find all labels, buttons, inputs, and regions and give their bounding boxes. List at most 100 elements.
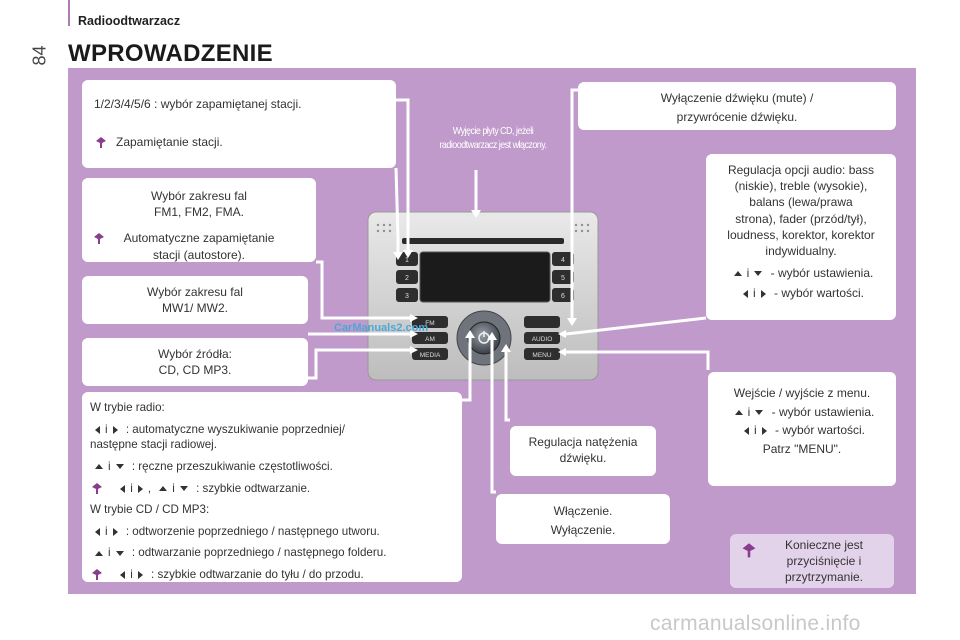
arrow-up-icon (95, 464, 103, 470)
menu-line-1: Wejście / wyjście z menu. (733, 386, 871, 400)
pin-icon (96, 137, 106, 149)
mw-box: Wybór zakresu fal MW1/ MW2. (82, 276, 308, 324)
arrow-down-icon (754, 271, 763, 277)
presets-note-row: Zapamiętanie stacji. (94, 134, 384, 150)
media-button-label: MEDIA (420, 352, 441, 359)
fm-note-1: Automatyczne zapamiętanie (123, 231, 275, 246)
radio-fast-row: i, i : szybkie odtwarzanie. (90, 481, 454, 497)
page-title: WPROWADZENIE (68, 40, 273, 67)
arrow-right-icon (137, 571, 143, 580)
media-button (412, 348, 448, 360)
radio-grille (376, 223, 590, 233)
arrow-left-icon (743, 427, 749, 436)
hold-note-box: Konieczne jest przyciśnięcie i przytrzym… (730, 534, 894, 588)
pin-icon (94, 233, 104, 244)
preset-5-label: 5 (561, 275, 565, 282)
radio-display (419, 251, 551, 303)
menu-ud-row: i - wybór ustawienia. (714, 403, 890, 422)
arrow-left-icon (742, 290, 748, 299)
radio-lr-row: i : automatyczne wyszukiwanie poprzednie… (90, 422, 454, 438)
volume-line-1: Regulacja natężenia (528, 435, 638, 449)
connector-lines (308, 88, 710, 494)
hold-line-3: przytrzymanie. (784, 570, 864, 585)
menu-box: Wejście / wyjście z menu. i - wybór usta… (708, 372, 896, 486)
preset-6-label: 6 (561, 293, 565, 300)
menu-button (524, 348, 560, 360)
cd-fast-row: i : szybkie odtwarzanie do tyłu / do prz… (90, 567, 454, 583)
mw-line-2: MW1/ MW2. (162, 301, 228, 316)
inline-watermark: CarManuals2.com (334, 322, 429, 334)
preset-3-label: 3 (405, 293, 409, 300)
footer-watermark: carmanualsonline.info (650, 612, 861, 635)
volume-line-2: dźwięku. (559, 451, 607, 466)
audio-button (524, 332, 560, 344)
presets-box: 1/2/3/4/5/6 : wybór zapamiętanej stacji.… (82, 80, 396, 168)
arrow-right-icon (112, 527, 118, 536)
fm-line-1: Wybór zakresu fal (151, 189, 247, 203)
arrow-down-icon (755, 409, 764, 415)
radio-ud-row: i : ręczne przeszukiwanie częstotliwości… (90, 459, 454, 475)
hold-line-1: Konieczne jest (784, 538, 864, 552)
arrow-left-icon (95, 425, 100, 434)
audio-line-3: balans (lewa/prawa (749, 195, 853, 210)
radio-unit: 1 2 3 4 5 6 FM AM MEDIA AUDIO MENU (367, 211, 599, 381)
am-button-label: AM (425, 336, 435, 343)
volume-box: Regulacja natężenia dźwięku. (510, 426, 656, 476)
audio-lr-row: i - wybór wartości. (712, 285, 890, 301)
arrow-up-icon (95, 550, 103, 556)
arrow-up-icon (734, 409, 743, 415)
fm-line-2: FM1, FM2, FMA. (154, 205, 244, 220)
arrow-right-icon (112, 425, 118, 434)
fm-note-2: stacji (autostore). (152, 247, 246, 262)
preset-4-label: 4 (561, 257, 565, 264)
audio-line-6: indywidualny. (765, 243, 837, 258)
preset-buttons-right: 4 5 6 (552, 252, 574, 302)
menu-line-2: Patrz "MENU". (762, 441, 842, 456)
connector-arrowheads (393, 210, 577, 356)
radio-mode-title: W trybie radio: (90, 401, 165, 414)
mute-button (524, 316, 560, 328)
preset-2-label: 2 (405, 275, 409, 282)
audio-line-2: (niskie), treble (wysokie), (734, 179, 868, 194)
menu-button-label: MENU (532, 352, 551, 359)
section-title: Radioodtwarzacz (78, 14, 181, 28)
presets-note: Zapamiętanie stacji. (116, 135, 223, 150)
arrow-right-icon (760, 290, 766, 299)
arrow-down-icon (115, 464, 124, 470)
pin-icon (742, 543, 756, 558)
arrow-left-icon (120, 484, 126, 493)
radio-lr-row-2: następne stacji radiowej. (90, 438, 217, 452)
arrow-left-icon (95, 527, 100, 536)
pin-icon (92, 569, 102, 581)
audio-ud-row: i - wybór ustawienia. (712, 265, 890, 281)
cd-ud-row: i : odtwarzanie poprzedniego / następneg… (90, 545, 454, 561)
audio-box: Regulacja opcji audio: bass (niskie), tr… (706, 154, 896, 320)
mute-line-2: przywrócenie dźwięku. (676, 110, 798, 125)
cd-lr-row: i : odtworzenie poprzedniego / następneg… (90, 524, 454, 540)
audio-line-4: strona), fader (przód/tył), (735, 211, 867, 226)
arrow-up-icon (159, 486, 168, 491)
power-line-2: Wyłączenie. (550, 522, 616, 537)
mw-line-1: Wybór zakresu fal (147, 285, 243, 299)
hold-line-2: przyciśnięcie i (786, 554, 862, 569)
fm-box: Wybór zakresu fal FM1, FM2, FMA. Automat… (82, 178, 316, 262)
power-box: Włączenie. Wyłączenie. (496, 494, 670, 544)
fm-button (412, 316, 448, 328)
preset-buttons-left: 1 2 3 (396, 252, 418, 302)
arrow-up-icon (733, 271, 742, 277)
arrow-left-icon (120, 571, 126, 580)
audio-line-5: loudness, korektor, korektor (727, 227, 875, 242)
cd-slot (402, 238, 564, 244)
sidebar-accent-line (68, 0, 70, 26)
menu-lr-row: i - wybór wartości. (714, 421, 890, 440)
presets-text: 1/2/3/4/5/6 : wybór zapamiętanej stacji. (94, 97, 302, 111)
source-line-1: Wybór źródła: (158, 347, 232, 361)
cd-mode-title: W trybie CD / CD MP3: (90, 503, 210, 517)
cd-eject-note: Wyjęcie płyty CD, jeżeli radioodtwarzacz… (439, 125, 547, 152)
audio-line-1: Regulacja opcji audio: bass (727, 163, 875, 177)
power-line-1: Włączenie. (553, 504, 613, 518)
fm-note-row: Automatyczne zapamiętanie stacji (autost… (90, 230, 308, 262)
arrow-right-icon (137, 484, 143, 493)
arrow-right-icon (761, 427, 767, 436)
source-box: Wybór źródła: CD, CD MP3. (82, 338, 308, 386)
